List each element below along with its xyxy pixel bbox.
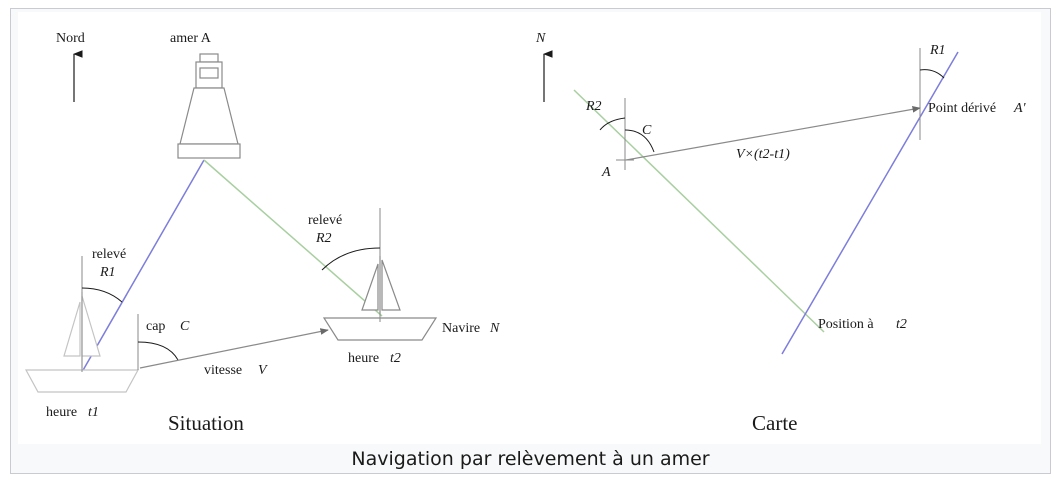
north-label: Nord xyxy=(56,31,85,46)
carte-speed-vector xyxy=(625,106,921,161)
carte-angle-arc-c xyxy=(624,129,655,153)
navigation-diagram: Nord amer A relevé R1 cap C xyxy=(18,12,1041,444)
ship-word: Navire xyxy=(442,321,480,336)
carte-panel: N R2 C A V×(t2-t1) R1 Point dérivé A' Po… xyxy=(535,31,1027,435)
figure-caption: Navigation par relèvement à un amer xyxy=(351,448,710,470)
carte-derived-word: Point dérivé xyxy=(928,101,996,116)
angle-arc-heading xyxy=(137,341,179,361)
carte-r2-label: R2 xyxy=(585,99,602,114)
speed-vector xyxy=(139,328,329,369)
time1-word: heure xyxy=(46,405,77,420)
bearing1-word: relevé xyxy=(92,247,126,262)
carte-derived-label: A' xyxy=(1013,101,1027,116)
speed-label: V xyxy=(258,363,268,378)
carte-r1-line xyxy=(781,51,959,355)
carte-r2-line xyxy=(573,89,825,333)
carte-angle-arc-r1 xyxy=(919,69,945,79)
carte-c-label: C xyxy=(642,123,652,138)
lighthouse-icon xyxy=(177,53,241,159)
situation-title: Situation xyxy=(168,411,244,435)
heading-word: cap xyxy=(146,319,165,334)
bearing2-word: relevé xyxy=(308,213,342,228)
carte-vector-label: V×(t2-t1) xyxy=(736,147,790,162)
angle-arc-r2 xyxy=(321,247,381,271)
carte-r1-label: R1 xyxy=(929,43,946,58)
carte-position-word: Position à xyxy=(818,317,874,332)
bearing2-label: R2 xyxy=(315,231,332,246)
bearing-line-r2 xyxy=(203,159,383,317)
angle-arc-r1 xyxy=(81,287,123,303)
carte-a-label: A xyxy=(601,165,611,180)
bearing1-label: R1 xyxy=(99,265,116,280)
time2-label: t2 xyxy=(390,351,401,366)
time1-label: t1 xyxy=(88,405,99,420)
bearing-line-r1 xyxy=(81,159,205,373)
carte-angle-arc-r2 xyxy=(599,117,626,131)
ship-label: N xyxy=(489,321,500,336)
time2-word: heure xyxy=(348,351,379,366)
situation-panel: Nord amer A relevé R1 cap C xyxy=(24,31,500,435)
carte-title: Carte xyxy=(752,411,797,435)
speed-word: vitesse xyxy=(204,363,242,378)
carte-north-label: N xyxy=(535,31,546,46)
landmark-label: amer A xyxy=(170,31,212,46)
heading-label: C xyxy=(180,319,190,334)
carte-position-t: t2 xyxy=(896,317,907,332)
